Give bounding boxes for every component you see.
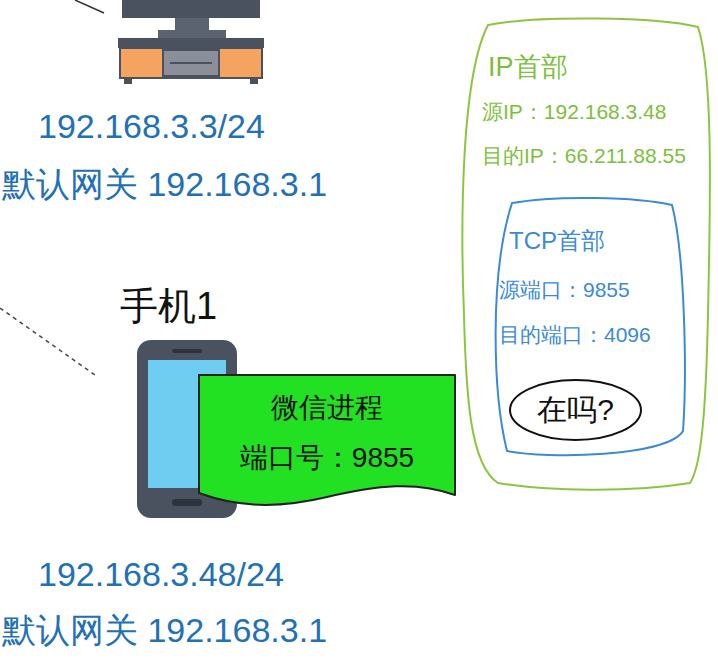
header-title: TCP首部 <box>509 227 605 256</box>
outline-stroke <box>510 380 641 440</box>
device-name: 手机1 <box>120 284 217 330</box>
phone-button <box>172 499 202 506</box>
gateway-text: 默认网关 192.168.3.1 <box>2 610 327 651</box>
ip-address: 192.168.3.48/24 <box>38 554 284 595</box>
field-text: 源IP：192.168.3.48 <box>482 99 666 124</box>
cabinet-middle <box>163 50 219 76</box>
outline-stroke <box>496 198 685 455</box>
payload-ellipse: 在吗? <box>508 378 643 442</box>
field-text: 目的IP：66.211.88.55 <box>482 143 686 168</box>
cabinet-leg <box>124 78 132 84</box>
ip-address: 192.168.3.3/24 <box>38 106 265 147</box>
tcp-header-box: TCP首部源端口：9855 目的端口：4096 在吗? <box>487 195 687 460</box>
process-name: 微信进程 <box>271 391 383 425</box>
outline-stroke <box>199 375 455 505</box>
cabinet-shelf <box>170 62 212 64</box>
link-wire <box>75 0 104 13</box>
process-label: 微信进程端口号：9855 <box>197 373 457 513</box>
outline-stroke <box>462 18 710 489</box>
ip-header-region: IP首部源IP：192.168.3.48 目的IP：66.211.88.55TCP… <box>458 15 715 493</box>
cabinet-leg <box>250 78 258 84</box>
field-text: 目的端口：4096 <box>499 322 651 347</box>
tv-cabinet <box>118 0 264 84</box>
tv-stand-base <box>158 30 226 38</box>
phone-speaker <box>172 349 202 353</box>
field-text: 源端口：9855 <box>499 277 630 302</box>
wireless-link <box>0 308 95 375</box>
header-title: IP首部 <box>488 51 568 83</box>
payload-text: 在吗? <box>537 392 614 428</box>
port-text: 端口号：9855 <box>240 441 414 475</box>
tv-screen-bottom <box>122 0 260 18</box>
gateway-text: 默认网关 192.168.3.1 <box>2 164 327 205</box>
cabinet-body <box>120 48 262 78</box>
cabinet-top <box>118 38 264 48</box>
